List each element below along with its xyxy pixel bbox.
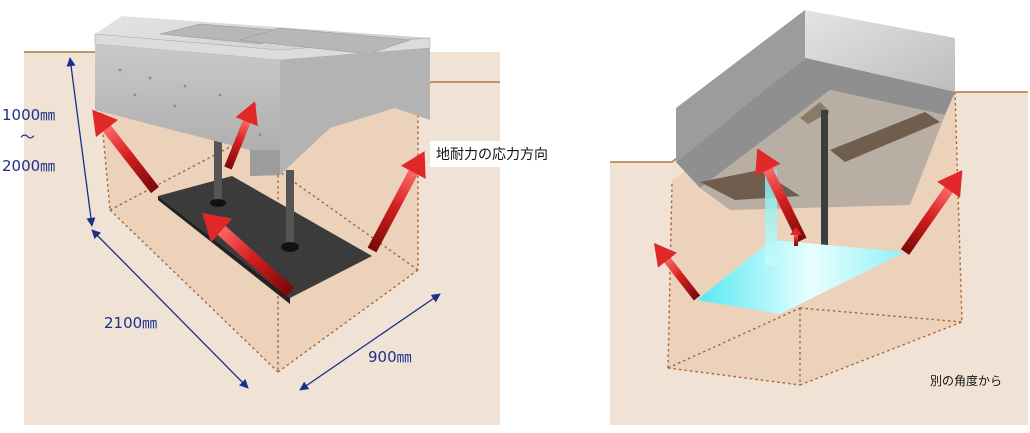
force-arrow-right-left <box>653 242 701 301</box>
width-label: 900㎜ <box>368 348 412 366</box>
right-panel <box>610 10 1028 425</box>
force-arrow-up-center <box>224 101 258 170</box>
length-label: 2100㎜ <box>104 314 158 332</box>
depth-label-bottom: 2000㎜ <box>2 157 56 175</box>
right-force-arrows <box>653 148 963 301</box>
depth-label-top: 1000㎜ <box>2 106 56 124</box>
base-plate <box>158 176 372 298</box>
post-foot-right <box>281 242 299 252</box>
support-post-right <box>286 170 294 246</box>
concrete-block <box>94 16 431 176</box>
left-panel <box>24 16 500 425</box>
right-concrete-block <box>676 10 955 210</box>
dimension-lines <box>66 57 441 391</box>
length-dimension <box>91 229 249 389</box>
force-arrow-right-right <box>900 170 963 255</box>
cyan-base-plate <box>697 240 905 314</box>
force-arrow-right-small <box>790 227 802 246</box>
support-post-left <box>214 140 222 202</box>
depth-label-tilde: ～ <box>20 128 36 146</box>
right-support-post <box>821 110 828 260</box>
right-pit-edges <box>667 91 963 386</box>
post-foot-left <box>210 199 226 207</box>
force-arrow-up-right <box>367 151 426 253</box>
force-arrow-up-left <box>92 109 159 194</box>
stress-direction-label: 地耐力の応力方向 <box>430 141 554 167</box>
depth-dimension <box>66 57 96 227</box>
other-angle-label: 別の角度から <box>930 374 1003 388</box>
width-dimension <box>299 293 441 391</box>
force-arrow-right-center <box>755 148 807 243</box>
